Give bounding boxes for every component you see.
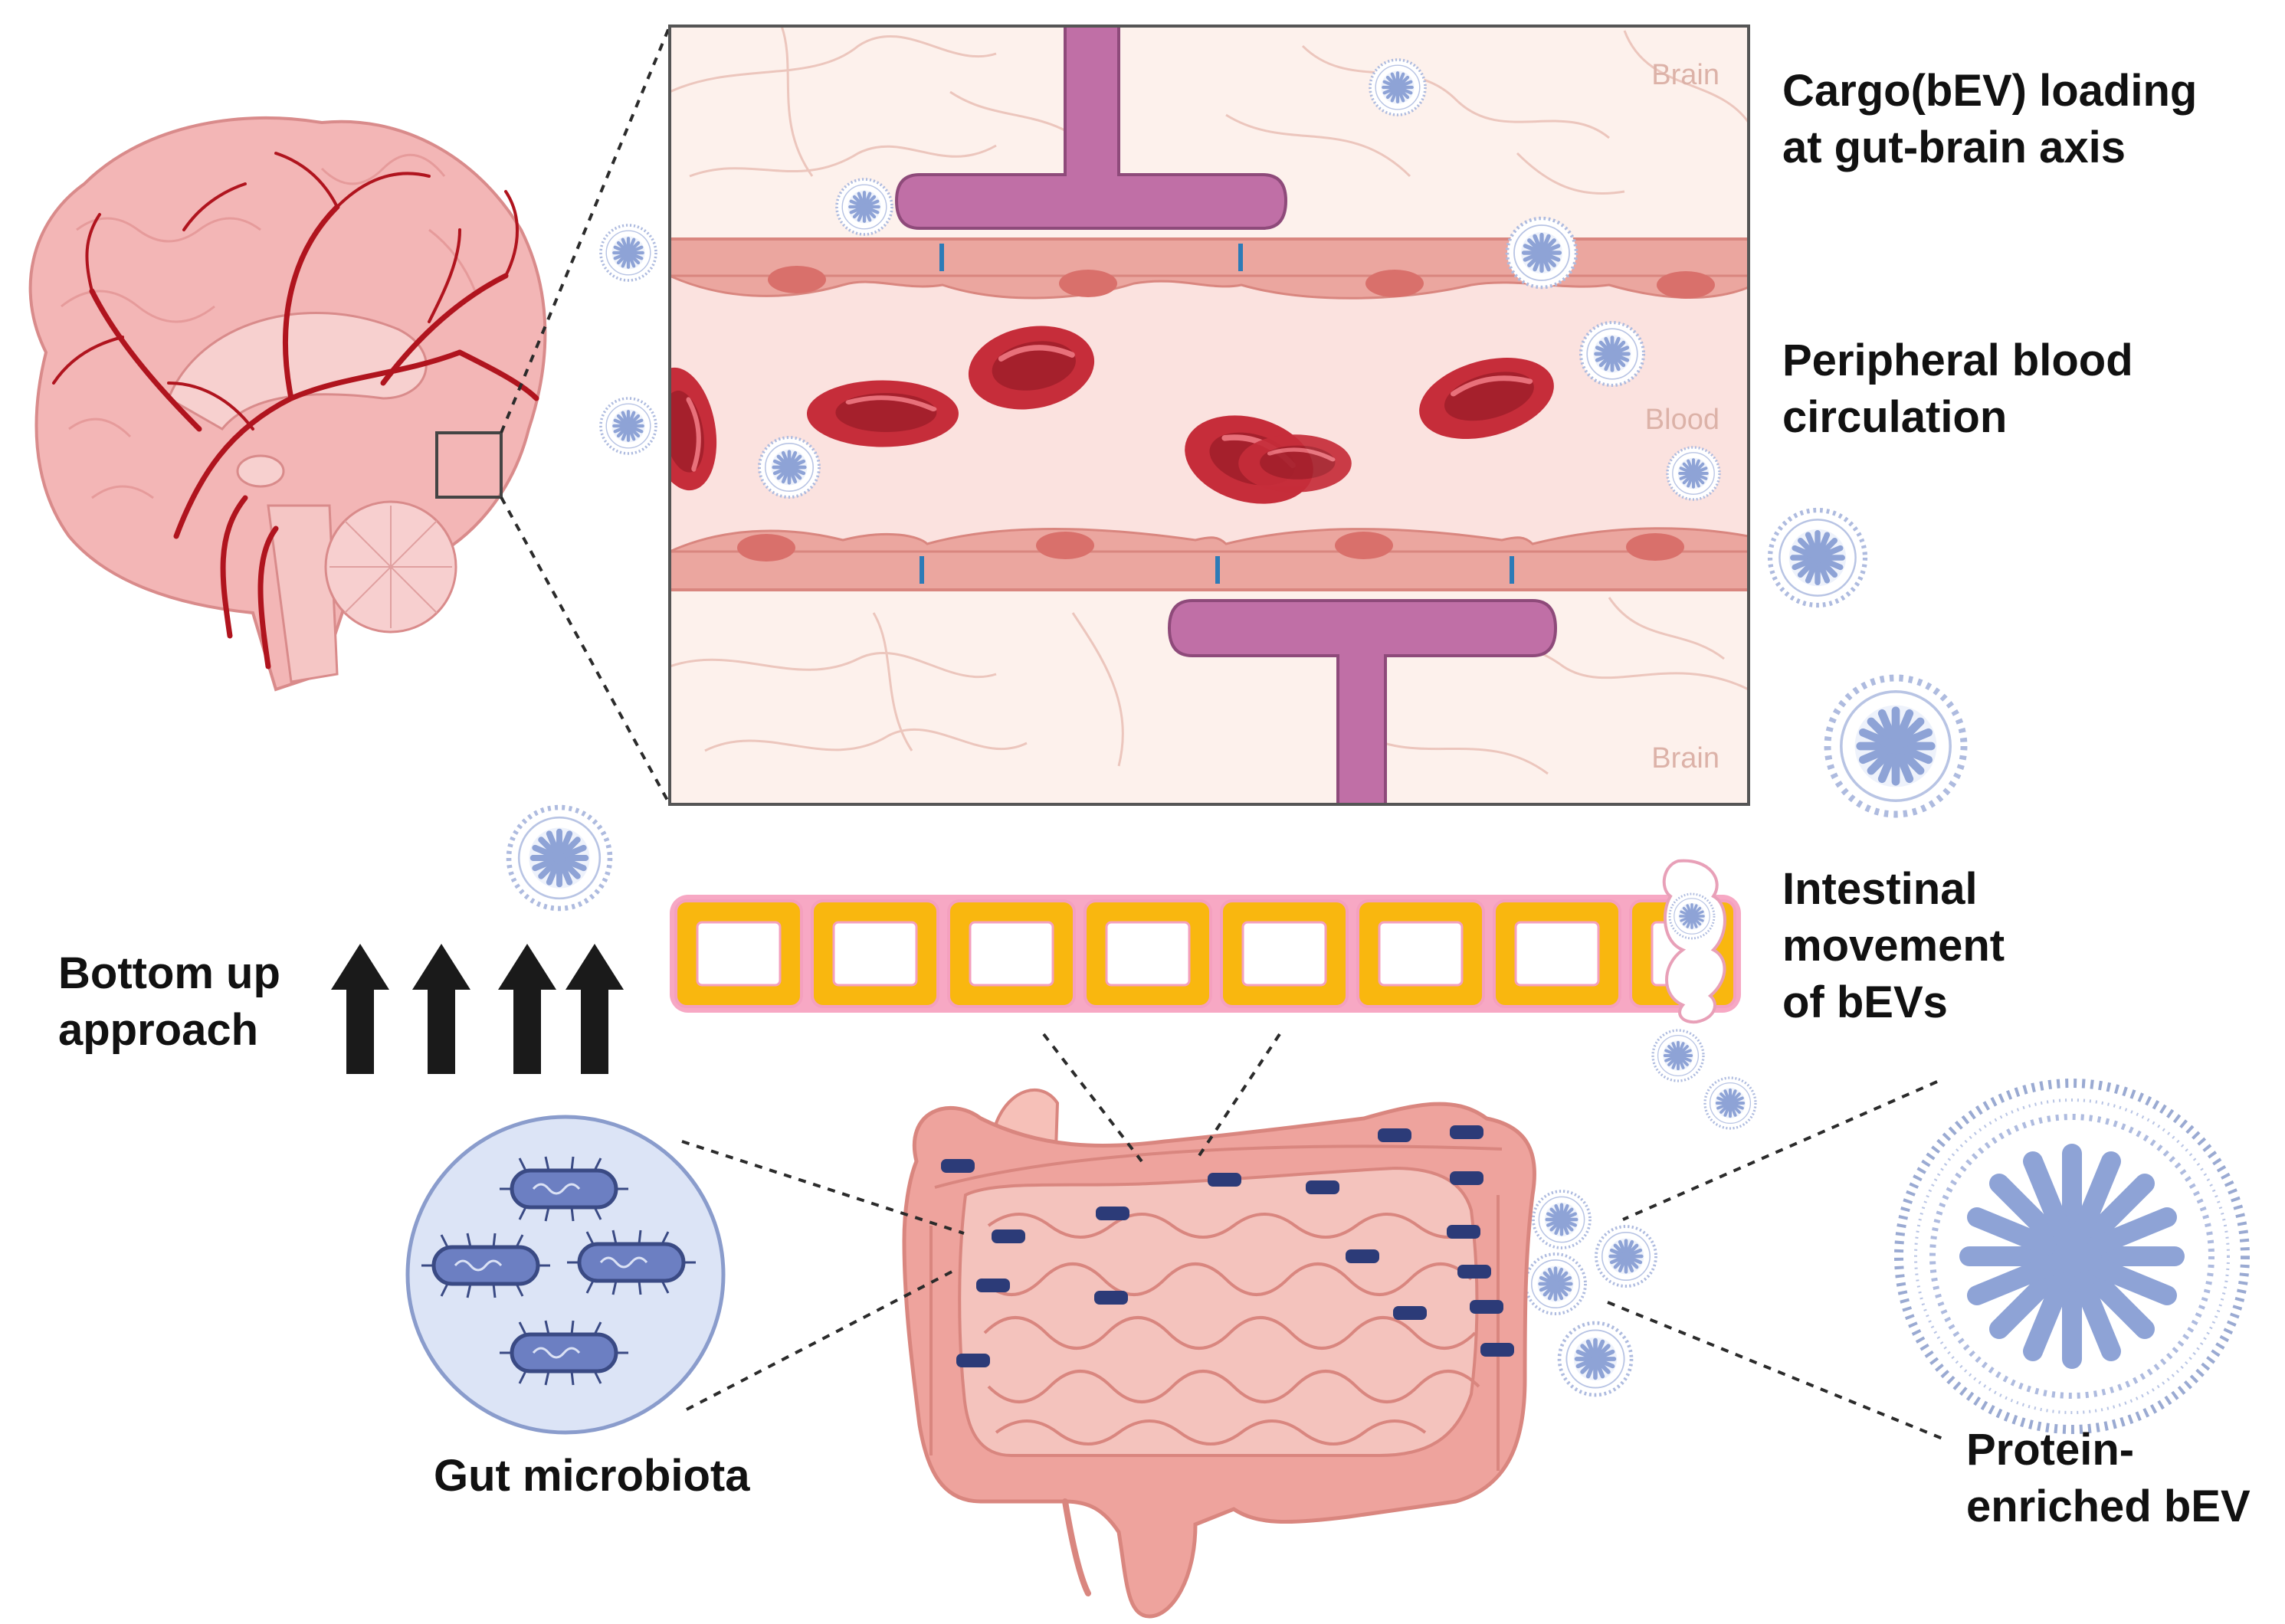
brain-icon bbox=[28, 116, 547, 692]
up-arrow-icon bbox=[498, 944, 556, 1074]
zoom-guide-lines bbox=[500, 25, 671, 805]
blood-brain-barrier-inset: Brain Blood Brain bbox=[668, 25, 1750, 806]
extracellular-vesicle-icon bbox=[1581, 323, 1644, 385]
extracellular-vesicle-icon bbox=[1507, 218, 1576, 287]
up-arrow-icon bbox=[566, 944, 624, 1074]
extracellular-vesicle-icon bbox=[837, 179, 892, 234]
extracellular-vesicle-icon bbox=[1667, 447, 1719, 499]
extracellular-vesicle-icon bbox=[1651, 1029, 1705, 1082]
extracellular-vesicle-icon bbox=[1703, 1076, 1757, 1130]
label-bottom-up-approach: Bottom up approach bbox=[58, 948, 280, 1055]
extracellular-vesicle-icon bbox=[509, 807, 610, 909]
extracellular-vesicle-icon bbox=[1526, 1254, 1585, 1314]
extracellular-vesicle-icon bbox=[1668, 892, 1716, 940]
neuron-terminal-icon bbox=[894, 26, 1558, 804]
inset-label-brain-bottom: Brain bbox=[1651, 742, 1719, 774]
extracellular-vesicle-icon bbox=[759, 437, 819, 497]
connector-lines bbox=[681, 1033, 1947, 1442]
label-gut-microbiota: Gut microbiota bbox=[434, 1451, 750, 1501]
label-cargo-loading: Cargo(bEV) loading at gut-brain axis bbox=[1782, 66, 2198, 172]
inset-label-brain-top: Brain bbox=[1651, 59, 1719, 91]
intestinal-epithelium-icon bbox=[670, 859, 1741, 1024]
label-peripheral-blood: Peripheral blood circulation bbox=[1782, 336, 2133, 442]
gut-microbiota-icon bbox=[405, 1115, 726, 1435]
up-arrow-icon bbox=[412, 944, 470, 1074]
extracellular-vesicle-icon bbox=[1533, 1191, 1590, 1248]
intestine-icon bbox=[902, 1089, 1536, 1619]
extracellular-vesicle-icon bbox=[1370, 60, 1425, 115]
extracellular-vesicle-icon bbox=[601, 398, 656, 453]
extracellular-vesicle-icon bbox=[601, 225, 656, 280]
up-arrow-icon bbox=[331, 944, 389, 1074]
bottom-up-arrows bbox=[331, 944, 624, 1074]
label-protein-enriched-bev: Protein- enriched bEV bbox=[1966, 1425, 2251, 1531]
extracellular-vesicle-icon bbox=[1559, 1323, 1631, 1395]
inset-label-blood: Blood bbox=[1645, 404, 1719, 436]
label-intestinal-movement: Intestinal movement of bEVs bbox=[1782, 864, 2005, 1027]
protein-enriched-bev-icon bbox=[1894, 1079, 2250, 1434]
extracellular-vesicle-icon bbox=[1596, 1226, 1656, 1286]
extracellular-vesicle-icon bbox=[1770, 510, 1865, 605]
extracellular-vesicle-icon bbox=[1828, 678, 1964, 814]
